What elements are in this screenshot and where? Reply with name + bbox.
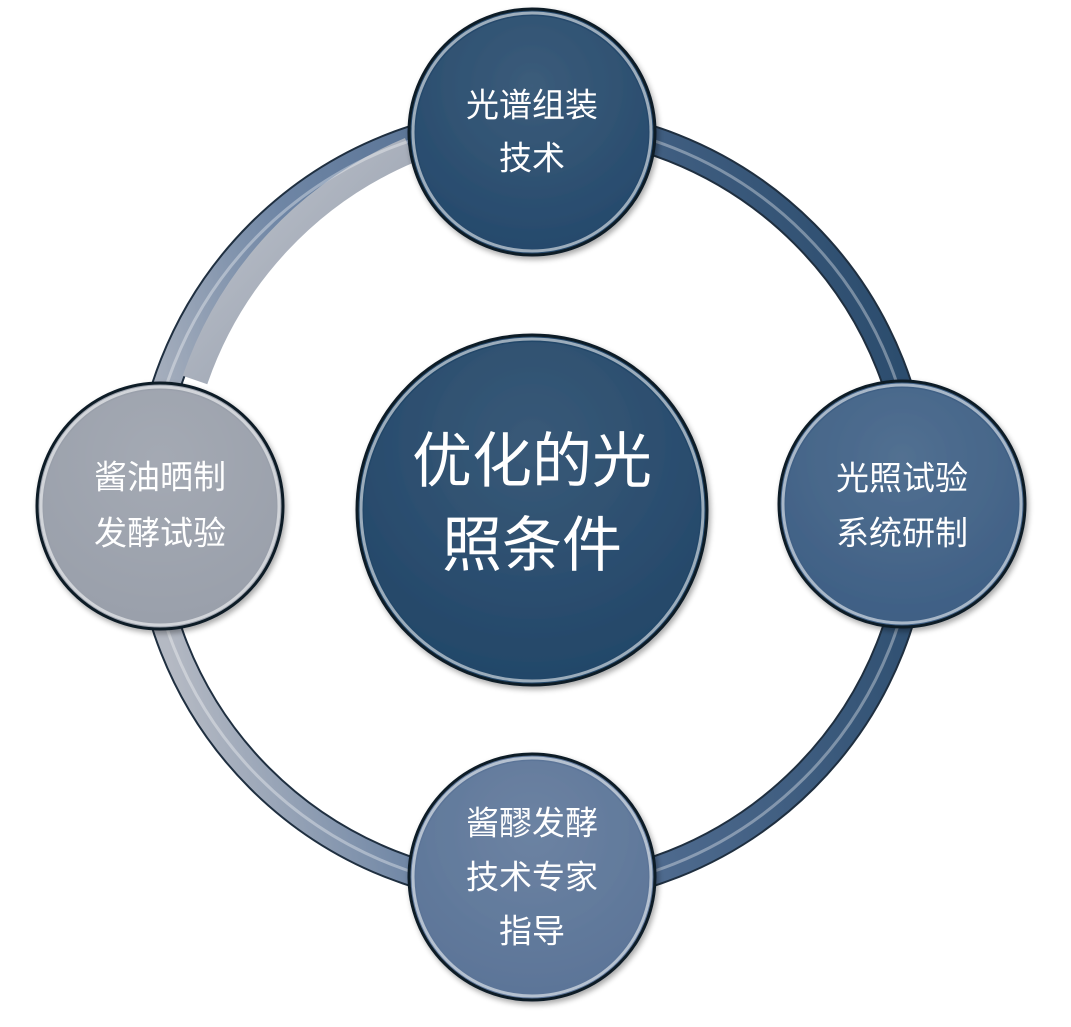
- node-right-label-line-2: 系统研制: [836, 514, 968, 553]
- node-bottom-label-line-2: 技术专家: [466, 858, 598, 897]
- node-right: 光照试验 系统研制: [777, 379, 1027, 629]
- node-top-label-line-2: 技术: [499, 139, 565, 178]
- node-bottom: 酱醪发酵 技术专家 指导: [407, 752, 657, 1002]
- center-label-line-2: 照条件: [442, 511, 622, 581]
- center-label-line-1: 优化的光: [412, 427, 652, 497]
- node-right-label-line-1: 光照试验: [836, 459, 968, 498]
- node-top: 光谱组装 技术: [407, 7, 657, 257]
- node-left-label-line-2: 发酵试验: [94, 514, 226, 553]
- node-bottom-label-line-3: 指导: [499, 912, 565, 951]
- node-left: 酱油晒制 发酵试验: [35, 381, 285, 631]
- node-top-label-line-1: 光谱组装: [466, 86, 598, 125]
- node-bottom-label-line-1: 酱醪发酵: [466, 804, 598, 843]
- center-node: 优化的光 照条件: [355, 333, 709, 687]
- node-left-label-line-1: 酱油晒制: [94, 458, 226, 497]
